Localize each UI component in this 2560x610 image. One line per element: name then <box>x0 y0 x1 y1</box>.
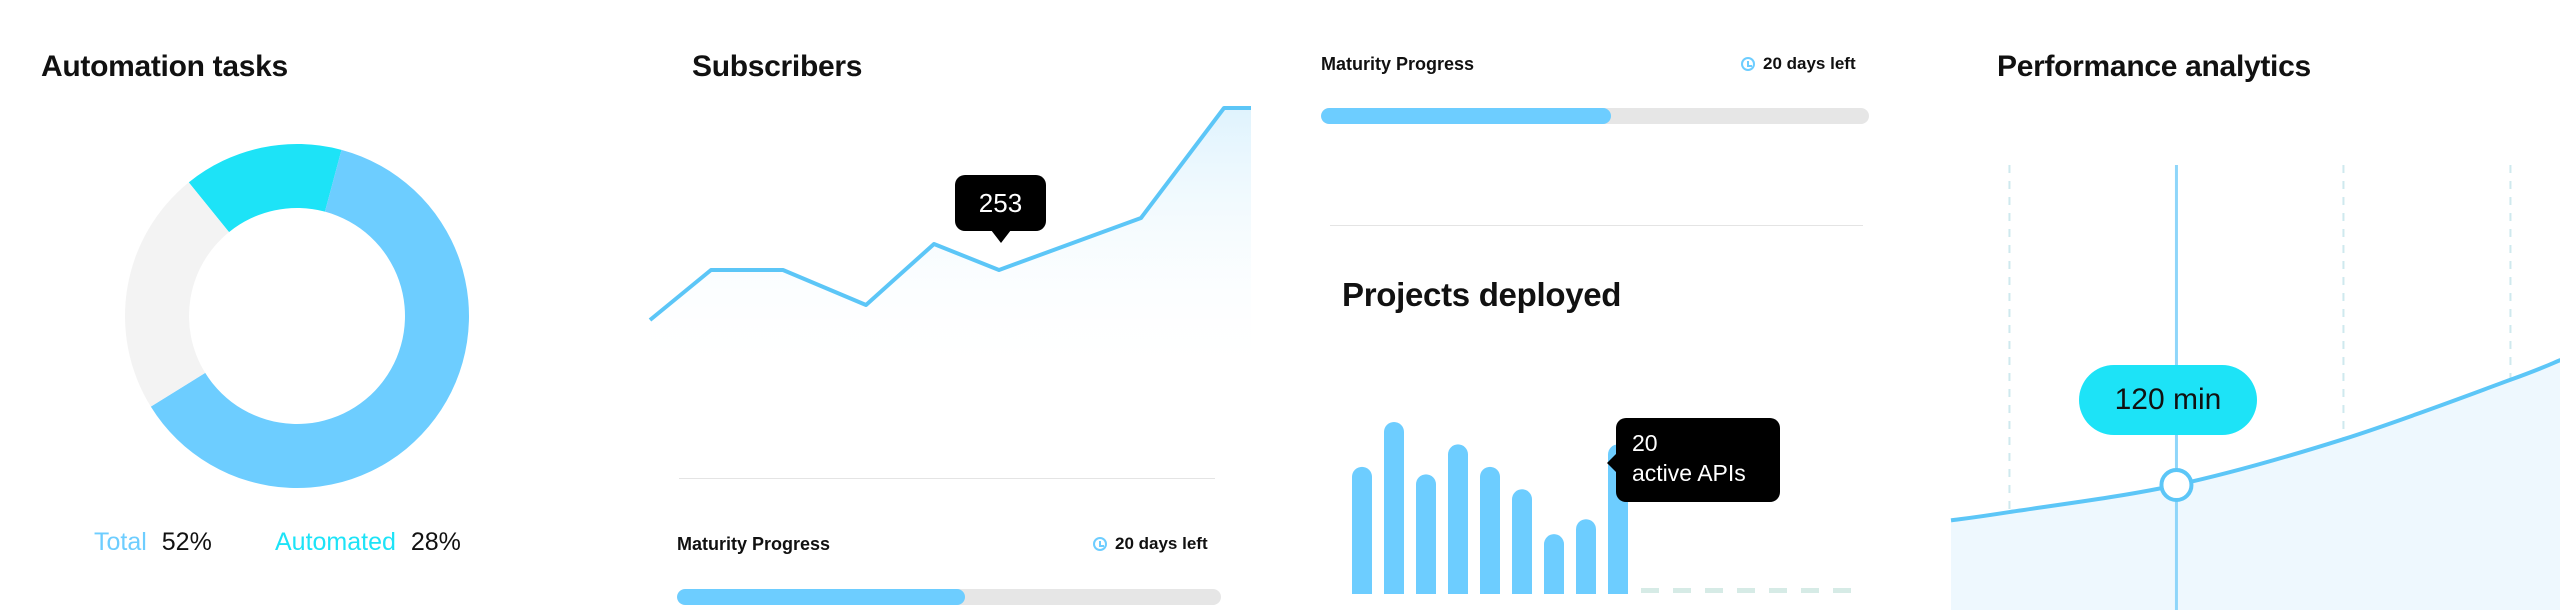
donut-chart <box>124 144 469 489</box>
performance-value: 120 min <box>2114 383 2222 416</box>
legend-automated-value: 28% <box>410 528 461 556</box>
projects-tooltip: 20 active APIs <box>1607 418 1780 502</box>
bar <box>1384 421 1404 594</box>
bar <box>1544 534 1564 594</box>
days-left-top: 20 days left <box>1741 55 1856 72</box>
performance-title: Performance analytics <box>1997 50 2311 83</box>
tooltip-arrow <box>1607 453 1617 473</box>
performance-value-pill: 120 min <box>2079 365 2257 435</box>
bar <box>1480 466 1500 594</box>
days-left-text: 20 days left <box>1115 534 1208 553</box>
maturity-label: Maturity Progress <box>677 534 831 554</box>
donut-segment-automated <box>188 144 342 233</box>
projects-tooltip-value: 20 <box>1632 430 1658 456</box>
maturity-progress-fill <box>677 589 966 605</box>
subscribers-tooltip: 253 <box>955 175 1046 243</box>
subscribers-chart <box>648 106 1251 380</box>
legend-total-label: Total <box>94 528 147 556</box>
subscribers-title: Subscribers <box>692 50 863 83</box>
bar <box>1448 444 1468 594</box>
bar <box>1576 519 1596 594</box>
empty-bar-placeholder <box>1641 588 1659 593</box>
maturity-progress-bar-top <box>1321 108 1869 124</box>
empty-bar-placeholder <box>1833 588 1851 593</box>
subscribers-area <box>650 108 1251 380</box>
maturity-progress-bar <box>677 589 1221 605</box>
empty-bar-placeholder <box>1801 588 1819 593</box>
legend-total: Total 52% <box>94 530 212 555</box>
empty-bar-placeholder <box>1769 588 1787 593</box>
empty-bar-placeholder <box>1673 588 1691 593</box>
highlight-point <box>2159 468 2194 502</box>
subscribers-line <box>648 106 1251 322</box>
subscribers-tooltip-value: 253 <box>978 187 1023 218</box>
bar <box>1352 466 1372 594</box>
days-left: 20 days left <box>1093 535 1208 552</box>
maturity-label-top: Maturity Progress <box>1321 54 1475 74</box>
legend-automated-label: Automated <box>275 528 396 556</box>
projects-tooltip-label: active APIs <box>1632 460 1746 486</box>
empty-bar-placeholder <box>1737 588 1755 593</box>
empty-bar-placeholder <box>1705 588 1723 593</box>
maturity-progress-fill <box>1321 108 1612 124</box>
clock-icon <box>1741 56 1755 71</box>
days-left-text: 20 days left <box>1763 54 1856 73</box>
clock-icon <box>1093 536 1107 551</box>
bar <box>1512 489 1532 594</box>
performance-line <box>1950 358 2560 523</box>
donut-segment-remaining <box>124 182 230 407</box>
divider <box>1330 225 1863 226</box>
donut-segment-total <box>150 149 469 489</box>
tooltip-arrow <box>991 230 1011 243</box>
projects-title: Projects deployed <box>1342 276 1622 313</box>
performance-area <box>1951 360 2560 610</box>
bar <box>1416 474 1436 594</box>
automation-title: Automation tasks <box>41 50 288 83</box>
legend-total-value: 52% <box>161 528 212 556</box>
divider <box>679 478 1215 479</box>
legend-automated: Automated 28% <box>275 530 461 555</box>
performance-chart <box>1950 60 2560 610</box>
